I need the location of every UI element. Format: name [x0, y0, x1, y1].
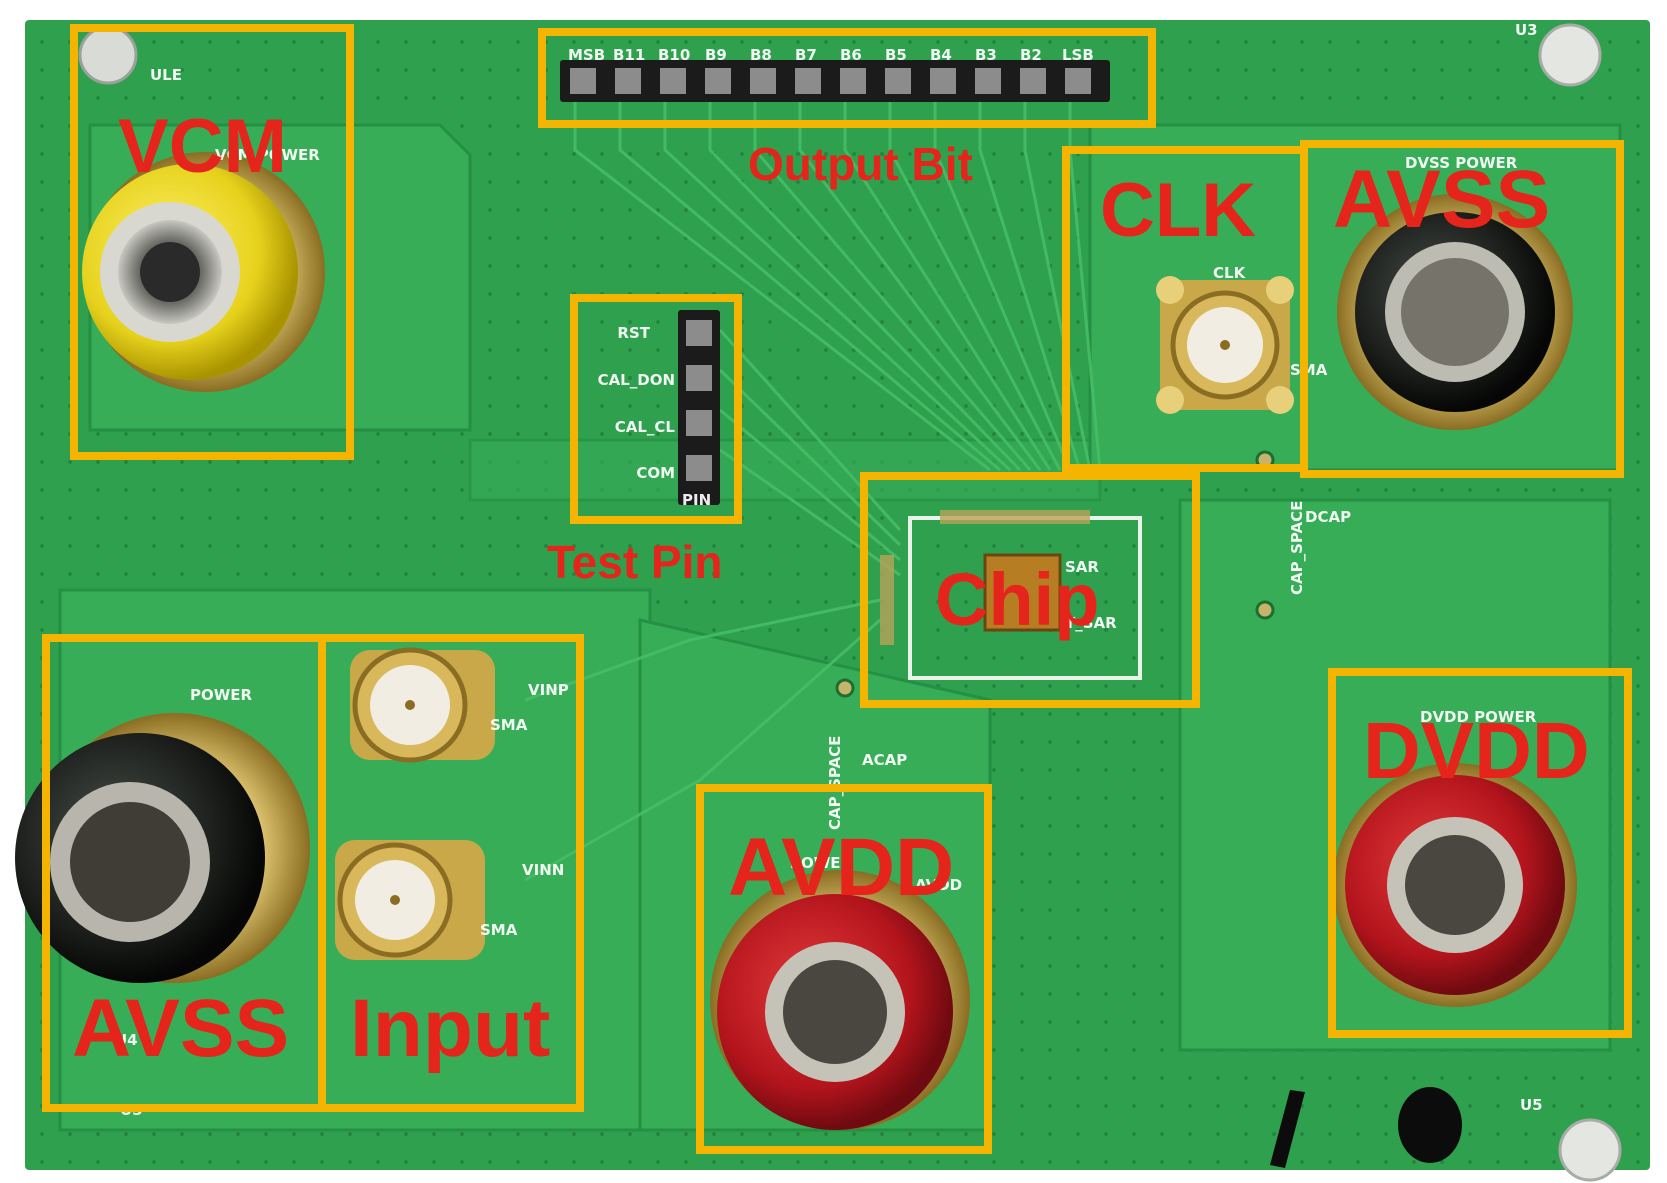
silk-clk-sma: SMA — [1290, 361, 1328, 379]
silk-header-b7: B7 — [795, 46, 817, 64]
silk-test-com: COM — [636, 464, 675, 482]
silk-u4: U4 — [115, 1031, 138, 1049]
silk-u5: U5 — [1520, 1096, 1543, 1114]
silk-clk: CLK — [1213, 264, 1247, 282]
input-box — [318, 634, 584, 1112]
silk-test-rst: RST — [617, 324, 650, 342]
silk-header-b2: B2 — [1020, 46, 1042, 64]
dvdd-banana-jack — [1333, 763, 1577, 1007]
avdd-label: AVDD — [728, 822, 954, 913]
silk-vinp: VINP — [528, 681, 569, 699]
vcm-label: VCM — [118, 104, 287, 189]
silk-dvdd-power: DVDD POWER — [1420, 708, 1537, 726]
silk-header-b9: B9 — [705, 46, 727, 64]
silk-header-b6: B6 — [840, 46, 862, 64]
output-bit-header — [560, 60, 1110, 102]
avdd-banana-jack — [710, 870, 970, 1130]
avss-top-label: AVSS — [1333, 154, 1550, 245]
silk-sma-p: SMA — [490, 716, 528, 734]
vinn-sma-connector — [335, 840, 485, 960]
vcm-banana-jack — [82, 152, 325, 392]
silk-avdd: AVDD — [915, 876, 962, 894]
clk-label: CLK — [1100, 168, 1256, 253]
callout-labels: VCM Output Bit CLK AVSS Test Pin Chip AV… — [72, 104, 1590, 1074]
dvdd-box — [1328, 668, 1632, 1038]
silk-header-b5: B5 — [885, 46, 907, 64]
test-pin-header — [678, 310, 720, 505]
test-pin-label: Test Pin — [547, 536, 723, 588]
clk-sma-connector — [1156, 276, 1294, 414]
chip-package — [880, 510, 1142, 680]
silk-test-cal-cl: CAL_CL — [615, 418, 676, 436]
silk-header-b8: B8 — [750, 46, 772, 64]
silk-cap-space-right: CAP_SPACE — [1288, 501, 1306, 595]
avss-bottom-label: AVSS — [72, 983, 289, 1074]
vcm-box — [70, 24, 354, 460]
dvdd-label: DVDD — [1363, 706, 1590, 795]
silkscreen-labels: MSB B11 B10 B9 B8 B7 B6 B5 B4 B3 B2 LSB … — [115, 21, 1543, 1119]
chip-box — [860, 472, 1200, 708]
vinp-sma-connector — [350, 647, 495, 763]
marker-scribbles — [1270, 1087, 1462, 1168]
silk-power-bottom-left: POWER — [190, 686, 253, 704]
silk-test-cal-don: CAL_DON — [598, 371, 675, 389]
silk-u3: U3 — [1515, 21, 1538, 39]
silk-chip-sar: SAR — [1065, 558, 1099, 576]
silk-avdd-power: POWER — [790, 854, 853, 872]
avss-top-banana-jack — [1337, 194, 1573, 430]
silk-header-b11: B11 — [613, 46, 645, 64]
silk-vinn: VINN — [522, 861, 564, 879]
silk-header-b4: B4 — [930, 46, 952, 64]
silk-cap-space-left: CAP_SPACE — [826, 736, 844, 830]
silk-header-b3: B3 — [975, 46, 997, 64]
silk-chip-tsar: T_SAR — [1065, 614, 1117, 632]
output-bit-label: Output Bit — [748, 138, 973, 190]
silk-sma-n: SMA — [480, 921, 518, 939]
silk-test-pin: PIN — [682, 491, 711, 509]
avdd-box — [696, 784, 992, 1154]
avss-top-box — [1300, 140, 1624, 478]
avss-bottom-banana-jack — [15, 713, 310, 983]
highlight-boxes — [42, 24, 1632, 1154]
silk-header-lsb: LSB — [1062, 46, 1094, 64]
output-bit-box — [538, 28, 1156, 128]
input-label: Input — [350, 983, 550, 1074]
chip-label: Chip — [935, 558, 1099, 641]
silk-header-msb: MSB — [568, 46, 605, 64]
test-pin-box — [570, 294, 742, 524]
mounting-holes — [78, 23, 1622, 1182]
silk-vcm-power: VCM POWER — [215, 146, 320, 164]
silk-header-b10: B10 — [658, 46, 690, 64]
silk-dvss-power: DVSS POWER — [1405, 154, 1518, 172]
silk-acap: ACAP — [862, 751, 907, 769]
silk-dcap: DCAP — [1305, 508, 1351, 526]
silk-vcm-module: ULE — [150, 66, 182, 84]
